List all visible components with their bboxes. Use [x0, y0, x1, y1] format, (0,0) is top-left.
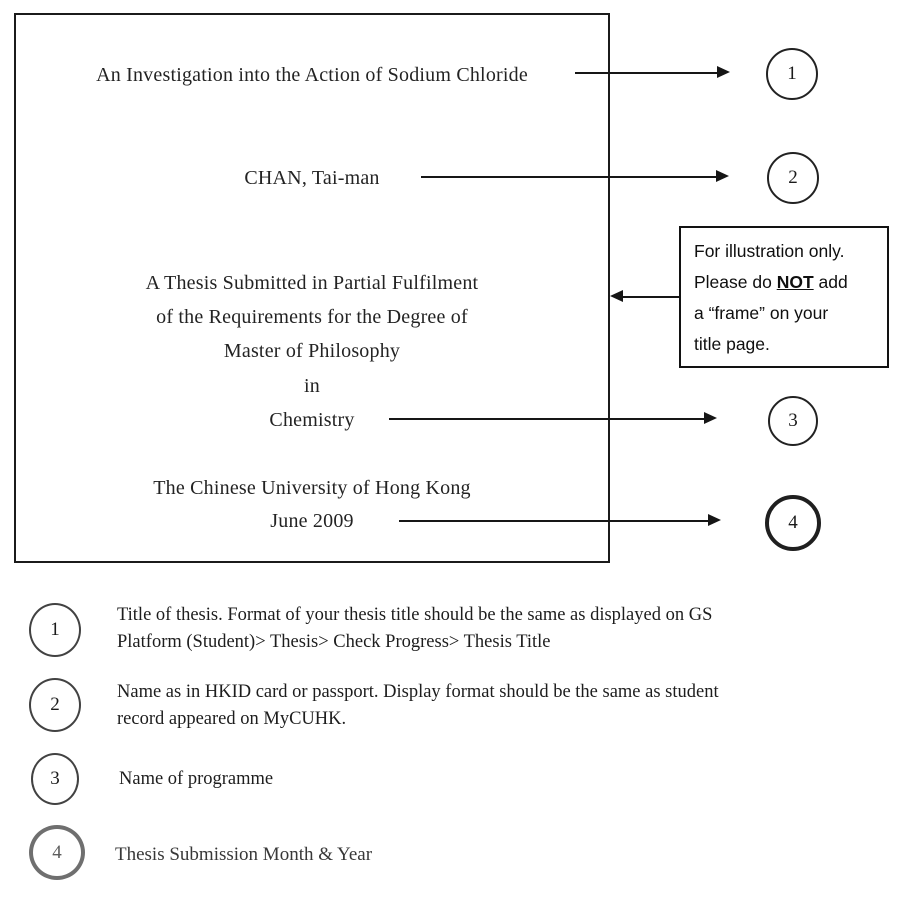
- programme-text: Chemistry: [269, 409, 355, 431]
- note-line-2: Please do NOT add: [694, 267, 887, 298]
- note-arrow-line: [623, 296, 680, 298]
- legend-circle-2: 2: [29, 678, 81, 732]
- arrow-line-4: [399, 520, 710, 522]
- note-arrow-head-icon: [610, 290, 623, 302]
- statement-line-3: Master of Philosophy: [223, 340, 401, 362]
- legend-number-3: 3: [50, 768, 60, 789]
- legend-1-line-1: Title of thesis. Format of your thesis t…: [117, 605, 713, 625]
- legend-circle-1: 1: [29, 603, 81, 657]
- statement-line-1: A Thesis Submitted in Partial Fulfilment: [145, 272, 479, 294]
- note-line-2-after: add: [813, 272, 848, 292]
- statement-line-2: of the Requirements for the Degree of: [156, 306, 468, 328]
- arrow-head-3-icon: [704, 412, 717, 424]
- note-line-3: a “frame” on your: [694, 303, 829, 323]
- callout-circle-4: 4: [765, 495, 821, 551]
- callout-number-2: 2: [788, 167, 798, 188]
- statement-line-4: in: [304, 375, 320, 397]
- legend-2-line-2: record appeared on MyCUHK.: [117, 709, 347, 729]
- legend-2-line-1: Name as in HKID card or passport. Displa…: [117, 682, 719, 702]
- callout-circle-3: 3: [768, 396, 818, 446]
- title-page-frame: [14, 13, 610, 563]
- arrow-head-1-icon: [717, 66, 730, 78]
- legend-circle-4: 4: [29, 825, 85, 880]
- callout-number-4: 4: [788, 512, 798, 533]
- arrow-line-3: [389, 418, 706, 420]
- callout-number-1: 1: [787, 63, 797, 84]
- arrow-head-4-icon: [708, 514, 721, 526]
- legend-number-4: 4: [52, 841, 62, 863]
- callout-circle-1: 1: [766, 48, 818, 100]
- legend-4-line-1: Thesis Submission Month & Year: [115, 844, 373, 865]
- note-line-4: title page.: [694, 334, 770, 354]
- legend-item-2: Name as in HKID card or passport. Displa…: [117, 679, 797, 733]
- legend-item-4: Thesis Submission Month & Year: [115, 841, 535, 868]
- legend-item-1: Title of thesis. Format of your thesis t…: [117, 602, 797, 656]
- note-line-2-emphasis: NOT: [776, 272, 814, 292]
- illustration-note-box: For illustration only. Please do NOT add…: [679, 226, 889, 368]
- legend-number-2: 2: [50, 694, 60, 715]
- arrow-line-2: [421, 176, 718, 178]
- callout-circle-2: 2: [767, 152, 819, 204]
- note-line-2-before: Please do: [694, 272, 777, 292]
- thesis-title-text: An Investigation into the Action of Sodi…: [96, 64, 528, 86]
- submission-date-text: June 2009: [270, 510, 354, 532]
- university-text: The Chinese University of Hong Kong: [153, 477, 471, 499]
- arrow-line-1: [575, 72, 720, 74]
- arrow-head-2-icon: [716, 170, 729, 182]
- author-name-text: CHAN, Tai-man: [244, 167, 380, 189]
- legend-item-3: Name of programme: [119, 766, 519, 793]
- legend-1-line-2: Platform (Student)> Thesis> Check Progre…: [117, 632, 551, 652]
- callout-number-3: 3: [788, 410, 798, 431]
- legend-circle-3: 3: [31, 753, 79, 805]
- legend-3-line-1: Name of programme: [119, 769, 274, 789]
- legend-number-1: 1: [50, 619, 60, 640]
- note-line-1: For illustration only.: [694, 241, 845, 261]
